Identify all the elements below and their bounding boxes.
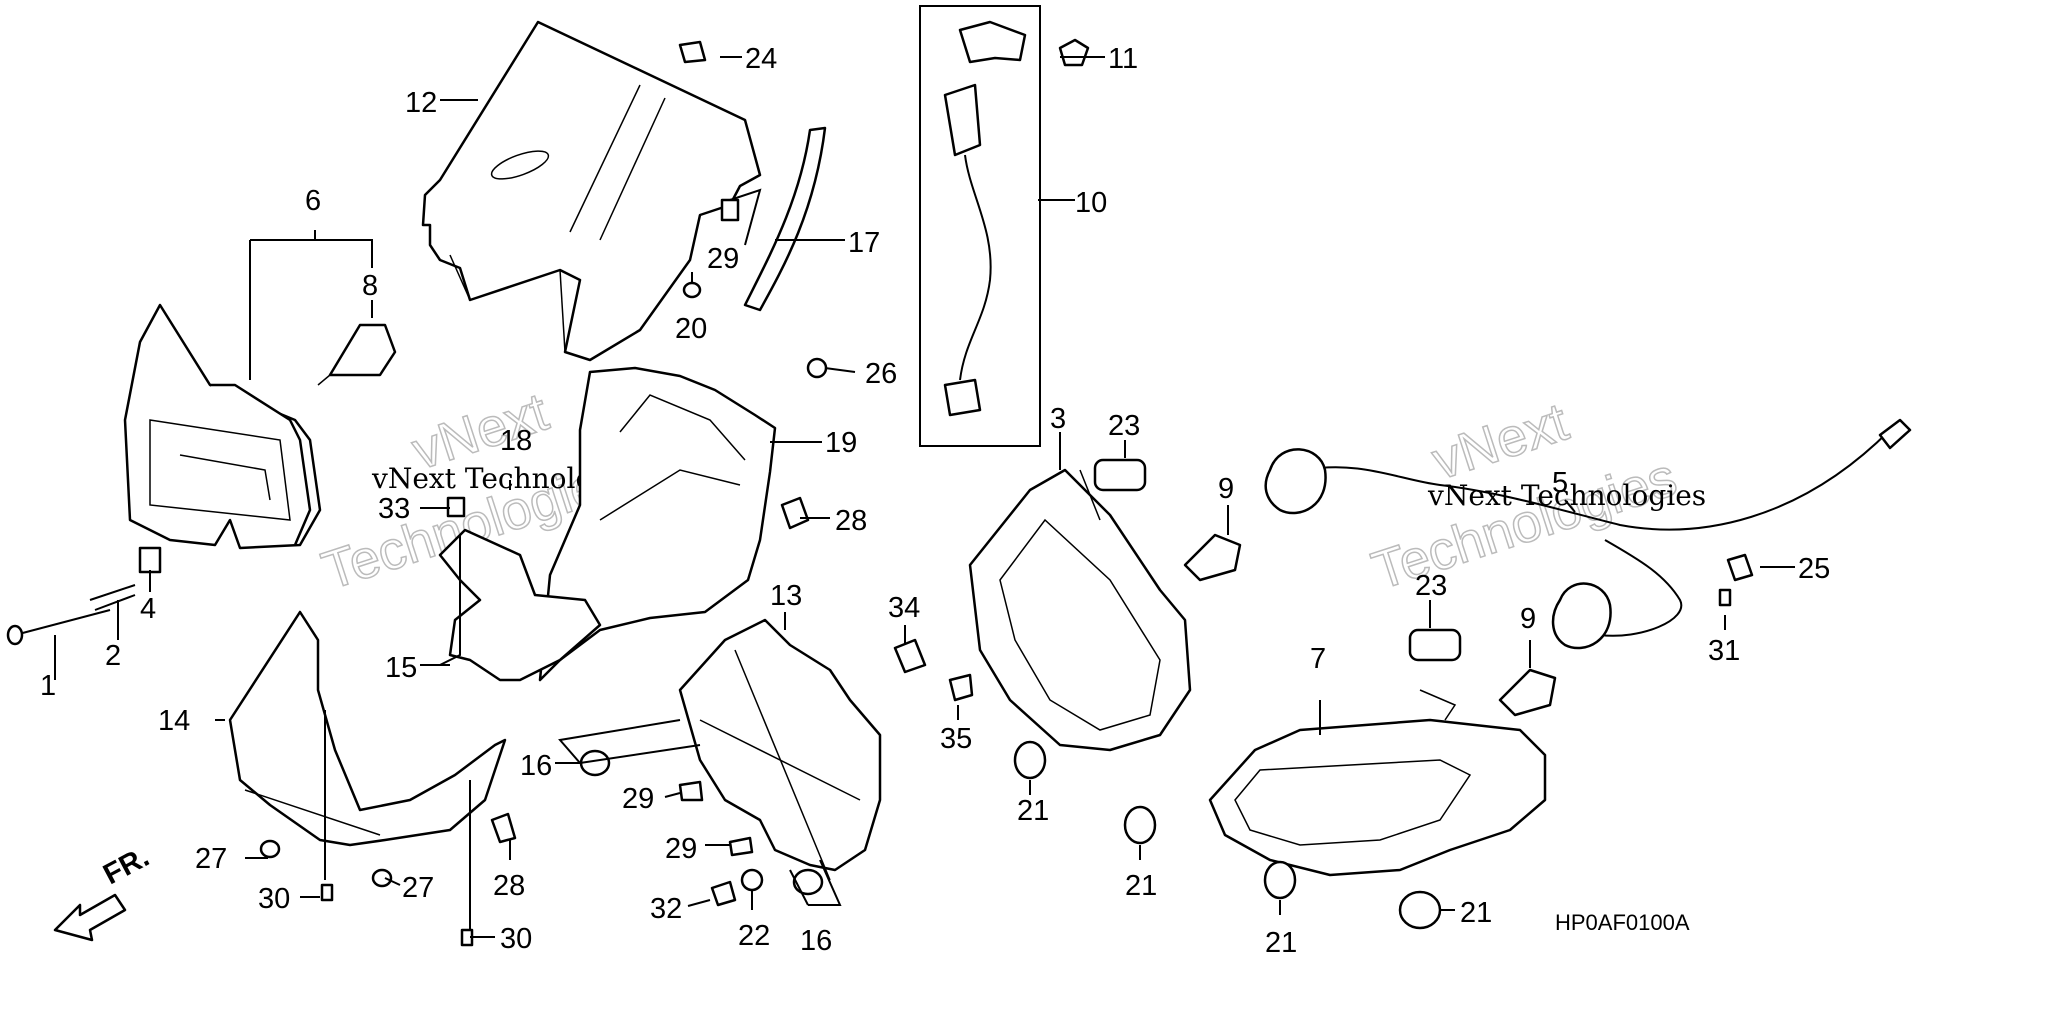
callout-30b: 30 xyxy=(500,923,532,955)
callout-numbers: 1 2 3 4 5 6 7 8 9 9 10 11 12 13 14 15 16… xyxy=(40,43,1830,959)
callout-11: 11 xyxy=(1108,43,1138,75)
callout-18: 18 xyxy=(500,425,532,457)
callout-27b: 27 xyxy=(402,872,434,904)
callout-10: 10 xyxy=(1075,187,1107,219)
diagram-code: HP0AF0100A xyxy=(1555,910,1690,935)
callout-1: 1 xyxy=(40,670,56,702)
front-label: FR. xyxy=(98,841,154,891)
part-10-socket-box xyxy=(919,5,1041,447)
part-23-grommet-a xyxy=(1093,458,1147,492)
callout-25: 25 xyxy=(1798,553,1830,585)
part-5-sub-harness xyxy=(1264,418,1912,650)
callout-24: 24 xyxy=(745,43,777,75)
part-6-headlight-left xyxy=(123,303,322,550)
part-14-lower-cover xyxy=(228,610,507,847)
callout-28a: 28 xyxy=(835,505,867,537)
callout-7: 7 xyxy=(1310,643,1326,675)
callout-27a: 27 xyxy=(195,843,227,875)
part-8-bulb xyxy=(317,323,397,386)
part-17-tube xyxy=(743,126,827,312)
callout-16a: 16 xyxy=(520,750,552,782)
part-12-top-cover xyxy=(421,20,762,362)
callout-14: 14 xyxy=(158,705,190,737)
callout-33: 33 xyxy=(378,493,410,525)
callout-22: 22 xyxy=(738,920,770,952)
watermark-inline-right: vNext Technologies xyxy=(1427,479,1706,512)
part-3-headlight-unit xyxy=(968,468,1192,752)
callout-2: 2 xyxy=(105,640,121,672)
callout-26: 26 xyxy=(865,358,897,390)
callout-20: 20 xyxy=(675,313,707,345)
callout-29b: 29 xyxy=(622,783,654,815)
part-21-grommets xyxy=(1013,740,1442,930)
callout-21c: 21 xyxy=(1265,927,1297,959)
callout-32: 32 xyxy=(650,893,682,925)
callout-4: 4 xyxy=(140,593,156,625)
callout-21a: 21 xyxy=(1017,795,1049,827)
part-9-bulbs xyxy=(1183,533,1557,717)
part-11-clip xyxy=(1058,38,1090,67)
callout-29c: 29 xyxy=(665,833,697,865)
fasteners xyxy=(6,40,1754,947)
callout-9b: 9 xyxy=(1520,603,1536,635)
callout-19: 19 xyxy=(825,427,857,459)
callout-34: 34 xyxy=(888,592,920,624)
callout-17: 17 xyxy=(848,227,880,259)
callout-23a: 23 xyxy=(1108,410,1140,442)
callout-23b: 23 xyxy=(1415,570,1447,602)
callout-16b: 16 xyxy=(800,925,832,957)
callout-31: 31 xyxy=(1708,635,1740,667)
part-15-bracket xyxy=(438,528,602,682)
callout-5: 5 xyxy=(1552,467,1568,499)
watermark-technologies-right: Technologies xyxy=(1365,447,1683,601)
callout-9a: 9 xyxy=(1218,473,1234,505)
callout-21d: 21 xyxy=(1460,897,1492,929)
part-7-headlight-right xyxy=(1208,689,1547,877)
callout-15: 15 xyxy=(385,652,417,684)
callout-28b: 28 xyxy=(493,870,525,902)
callout-29a: 29 xyxy=(707,243,739,275)
front-direction-arrow: FR. xyxy=(53,841,155,942)
callout-21b: 21 xyxy=(1125,870,1157,902)
callout-8: 8 xyxy=(362,270,378,302)
callout-12: 12 xyxy=(405,87,437,119)
part-23-grommet-b xyxy=(1408,628,1462,662)
part-13-headlight-bracket xyxy=(678,618,882,881)
callout-6: 6 xyxy=(305,185,321,217)
part-19-inner-panel xyxy=(538,366,777,682)
callout-3: 3 xyxy=(1050,403,1066,435)
callout-35: 35 xyxy=(940,723,972,755)
callout-13: 13 xyxy=(770,580,802,612)
callout-30a: 30 xyxy=(258,883,290,915)
leader-lines xyxy=(54,56,1795,938)
